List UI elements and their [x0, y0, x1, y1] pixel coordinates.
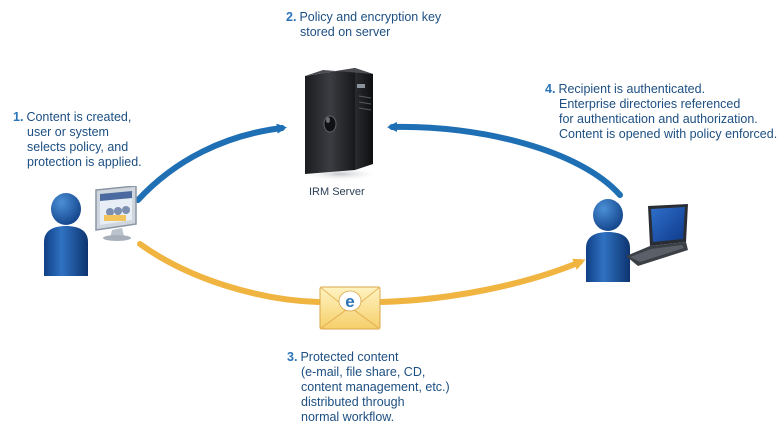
step-2-line-2: stored on server: [300, 25, 391, 39]
step-4-line-2: Enterprise directories referenced: [559, 97, 741, 111]
step-3-line-4: distributed through: [301, 395, 405, 409]
recipient-person-icon: [586, 199, 630, 282]
step-4-line-1: Recipient is authenticated.: [558, 82, 706, 96]
server-label: IRM Server: [309, 186, 365, 198]
sender-person-icon: [44, 193, 88, 276]
step-1-line-2: user or system: [27, 125, 109, 139]
step-4-line-4: Content is opened with policy enforced.: [559, 127, 778, 141]
step-1-line-1: Content is created,: [26, 110, 132, 124]
envelope-letter: e: [345, 292, 354, 311]
step-3-line-2: (e-mail, file share, CD,: [301, 365, 426, 379]
step-3-line-1: Protected content: [300, 350, 399, 364]
blue-arrow-from-recipient: [387, 121, 623, 198]
step-1-number: 1.: [13, 110, 24, 124]
envelope-icon: e: [319, 286, 381, 330]
sender-monitor-icon: [95, 186, 137, 241]
step-2-number: 2.: [286, 10, 297, 24]
step-4-number: 4.: [545, 82, 556, 96]
yellow-arrow-to-envelope: [137, 241, 321, 305]
step-3-number: 3.: [287, 350, 298, 364]
step-3-line-3: content management, etc.): [301, 380, 450, 394]
step-4-line-3: for authentication and authorization.: [559, 112, 758, 126]
server-icon: [300, 68, 380, 181]
step-2-label: 2.Policy and encryption key stored on se…: [286, 10, 441, 40]
step-2-line-1: Policy and encryption key: [299, 10, 442, 24]
step-3-label: 3.Protected content (e-mail, file share,…: [287, 350, 450, 425]
step-1-line-4: protection is applied.: [27, 155, 142, 169]
step-1-line-3: selects policy, and: [27, 140, 129, 154]
step-1-label: 1.Content is created, user or system sel…: [13, 110, 142, 170]
step-3-line-5: normal workflow.: [301, 410, 395, 424]
yellow-arrow-to-recipient: [379, 258, 586, 305]
step-4-label: 4.Recipient is authenticated. Enterprise…: [545, 82, 777, 142]
recipient-laptop-icon: [626, 204, 688, 266]
blue-arrow-to-server: [135, 123, 287, 203]
